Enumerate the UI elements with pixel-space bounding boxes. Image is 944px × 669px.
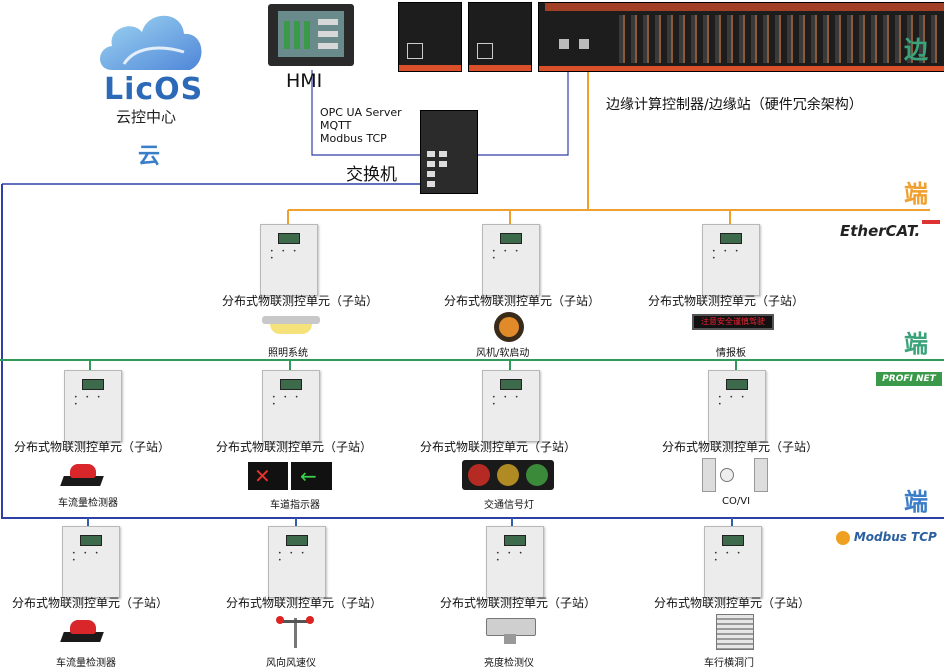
substation: • • • •: [482, 370, 540, 442]
edge-controller-label: 边缘计算控制器/边缘站（硬件冗余架构）: [606, 97, 863, 113]
edge-tier-label: 边: [904, 36, 928, 64]
substation: • • • •: [262, 370, 320, 442]
info-board-text: 注意安全谨慎驾驶: [701, 317, 765, 326]
device-label: 车行横洞门: [704, 658, 754, 669]
substation-label: 分布式物联测控单元（子站）: [14, 440, 171, 454]
traffic-counter-icon: [60, 614, 104, 642]
co-vi-sensor-icon: [702, 458, 768, 492]
traffic-light-icon: [462, 460, 554, 490]
cloud-logo: [94, 4, 214, 90]
protocol-modbus: Modbus TCP: [320, 132, 387, 145]
device-label: 车道指示器: [270, 500, 320, 511]
device-label: 照明系统: [268, 348, 308, 359]
substation-label: 分布式物联测控单元（子站）: [226, 596, 383, 610]
cloud-icon: [100, 15, 202, 71]
edge-controller-a: [398, 2, 462, 72]
device-label: 车流量检测器: [58, 498, 118, 509]
ethercat-logo-arrow: [922, 220, 940, 224]
edge-controller-rack: [538, 2, 944, 72]
substation-label: 分布式物联测控单元（子站）: [648, 294, 805, 308]
substation-label: 分布式物联测控单元（子站）: [440, 596, 597, 610]
device-label: CO/VI: [722, 496, 751, 507]
device-label: 车流量检测器: [56, 658, 116, 669]
substation-label: 分布式物联测控单元（子站）: [662, 440, 819, 454]
substation: • • • •: [702, 224, 760, 296]
hmi-device: [268, 4, 354, 66]
lighting-icon: [262, 316, 320, 338]
end-tier-label-3: 端: [904, 488, 928, 516]
brightness-meter-icon: [486, 616, 538, 646]
cross-tunnel-door-icon: [716, 614, 754, 650]
substation-label: 分布式物联测控单元（子站）: [216, 440, 373, 454]
substation: • • • •: [482, 224, 540, 296]
substation-label: 分布式物联测控单元（子站）: [654, 596, 811, 610]
controller-switch-line: [476, 72, 569, 156]
anemometer-icon: [276, 614, 316, 648]
substation-label: 分布式物联测控单元（子站）: [12, 596, 169, 610]
switch-device: [420, 110, 478, 194]
device-label: 风向风速仪: [266, 658, 316, 669]
lane-indicator-icon: ✕ ←: [248, 462, 332, 490]
substation-label: 分布式物联测控单元（子站）: [222, 294, 379, 308]
ethercat-logo: EtherCAT.: [840, 222, 921, 240]
cloud-tier-label: 云: [138, 144, 161, 169]
protocol-list: OPC UA Server MQTT Modbus TCP: [320, 106, 402, 145]
substation: • • • •: [268, 526, 326, 598]
substation-label: 分布式物联测控单元（子站）: [420, 440, 577, 454]
traffic-counter-icon: [60, 458, 104, 486]
fan-icon: [494, 312, 524, 342]
substation: • • • •: [704, 526, 762, 598]
substation: • • • •: [708, 370, 766, 442]
cloud-subtitle: 云控中心: [116, 108, 177, 126]
end-tier-label-2: 端: [904, 330, 928, 358]
profinet-logo: PROFI NET: [876, 372, 942, 386]
modbus-icon: [836, 530, 850, 545]
switch-label: 交换机: [346, 165, 397, 185]
substation: • • • •: [486, 526, 544, 598]
edge-controller-b: [468, 2, 532, 72]
info-board-icon: 注意安全谨慎驾驶: [692, 314, 774, 330]
modbus-label: Modbus TCP: [853, 530, 937, 544]
device-label: 亮度检测仪: [484, 658, 534, 669]
device-label: 风机/软启动: [476, 348, 530, 359]
cloud-trunk-line: [1, 184, 944, 519]
protocol-mqtt: MQTT: [320, 119, 352, 132]
cloud-brand: LicOS: [104, 72, 204, 107]
modbus-logo: Modbus TCP: [836, 530, 937, 545]
substation: • • • •: [62, 526, 120, 598]
protocol-opcua: OPC UA Server: [320, 106, 402, 119]
hmi-switch-line: [311, 70, 420, 156]
device-label: 交通信号灯: [484, 500, 534, 511]
device-label: 情报板: [716, 348, 746, 359]
substation: • • • •: [64, 370, 122, 442]
end-tier-label-1: 端: [904, 180, 928, 208]
substation: • • • •: [260, 224, 318, 296]
substation-label: 分布式物联测控单元（子站）: [444, 294, 601, 308]
hmi-label: HMI: [286, 70, 323, 92]
